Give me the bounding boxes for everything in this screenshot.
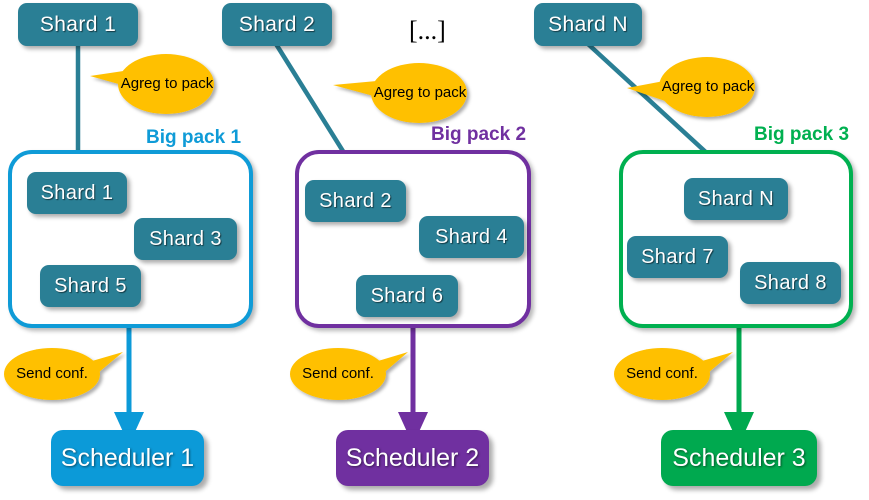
pack-3-label: Big pack 3 bbox=[754, 124, 850, 145]
source-shard-1[interactable]: Shard 1 bbox=[18, 3, 138, 46]
scheduler-1[interactable]: Scheduler 1 bbox=[51, 430, 204, 486]
agreg-callout-2-text: Agreg to pack bbox=[373, 83, 467, 101]
pack-2-shard-4[interactable]: Shard 4 bbox=[419, 216, 524, 258]
pack-3-shard-8[interactable]: Shard 8 bbox=[740, 262, 841, 304]
agreg-callout-3: Agreg to pack bbox=[661, 61, 755, 113]
source-shard-1-label: Shard 1 bbox=[39, 12, 117, 36]
scheduler-3-label: Scheduler 3 bbox=[672, 443, 806, 472]
source-shard-2-label: Shard 2 bbox=[238, 12, 316, 36]
pack-2-shard-4-label: Shard 4 bbox=[435, 225, 508, 248]
send-callout-1: Send conf. bbox=[5, 360, 99, 388]
pack-1-shard-3[interactable]: Shard 3 bbox=[134, 218, 237, 260]
pack-1-shard-1-label: Shard 1 bbox=[40, 181, 114, 204]
send-callout-3: Send conf. bbox=[615, 360, 709, 388]
scheduler-3[interactable]: Scheduler 3 bbox=[661, 430, 817, 486]
pack-2-label: Big pack 2 bbox=[431, 124, 527, 145]
pack-1-shard-5[interactable]: Shard 5 bbox=[40, 265, 141, 307]
pack-1-label: Big pack 1 bbox=[146, 127, 242, 148]
ellipsis-marker: [...] bbox=[409, 16, 446, 45]
send-callout-1-text: Send conf. bbox=[16, 364, 88, 382]
source-shard-2[interactable]: Shard 2 bbox=[222, 3, 332, 46]
agreg-callout-1: Agreg to pack bbox=[120, 58, 214, 110]
pack-3-shard-n[interactable]: Shard N bbox=[684, 178, 788, 220]
send-callout-2-text: Send conf. bbox=[302, 364, 374, 382]
pack-2-shard-2[interactable]: Shard 2 bbox=[305, 180, 406, 222]
pack-3-shard-7-label: Shard 7 bbox=[641, 245, 714, 268]
send-callout-3-text: Send conf. bbox=[626, 364, 698, 382]
send-callout-2: Send conf. bbox=[291, 360, 385, 388]
agreg-callout-2: Agreg to pack bbox=[373, 67, 467, 119]
pack-1-shard-5-label: Shard 5 bbox=[54, 274, 127, 297]
pack-2-shard-6-label: Shard 6 bbox=[370, 284, 444, 307]
send-callout-1-shape bbox=[4, 348, 123, 400]
pack-1-shard-3-label: Shard 3 bbox=[149, 227, 222, 250]
scheduler-2[interactable]: Scheduler 2 bbox=[336, 430, 489, 486]
agreg-callout-2-shape bbox=[333, 63, 467, 123]
pack-3-shard-7[interactable]: Shard 7 bbox=[627, 236, 728, 278]
agreg-callout-1-text: Agreg to pack bbox=[120, 74, 214, 92]
pack-3-shard-8-label: Shard 8 bbox=[754, 271, 827, 294]
scheduler-2-label: Scheduler 2 bbox=[345, 443, 480, 472]
scheduler-1-label: Scheduler 1 bbox=[60, 443, 195, 472]
source-shard-n[interactable]: Shard N bbox=[534, 3, 642, 46]
agreg-callout-1-shape bbox=[90, 54, 214, 114]
agreg-callout-3-shape bbox=[627, 57, 755, 117]
pack-1-shard-1[interactable]: Shard 1 bbox=[27, 172, 127, 214]
agreg-callout-3-text: Agreg to pack bbox=[661, 77, 755, 95]
source-shard-n-label: Shard N bbox=[548, 12, 628, 36]
pack-2-shard-2-label: Shard 2 bbox=[319, 189, 392, 212]
send-callout-2-shape bbox=[290, 348, 408, 400]
pack-2-shard-6[interactable]: Shard 6 bbox=[356, 275, 458, 317]
pack-3-shard-n-label: Shard N bbox=[697, 187, 775, 210]
send-callout-3-shape bbox=[614, 348, 733, 400]
